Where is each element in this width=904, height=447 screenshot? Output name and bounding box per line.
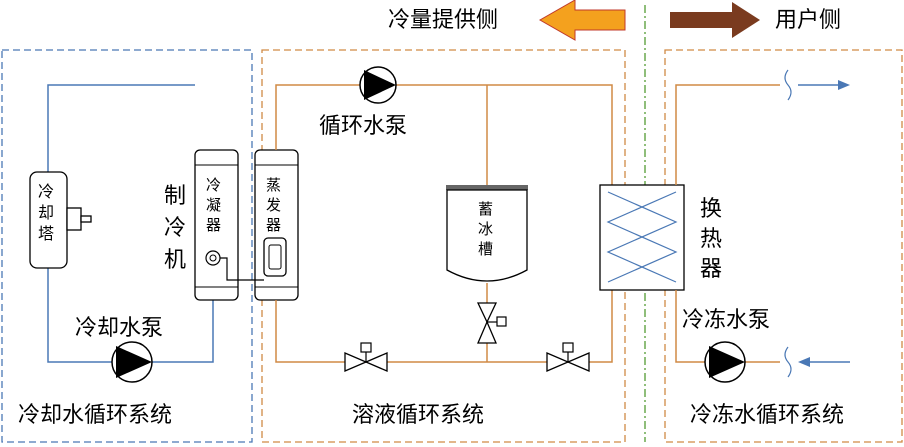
evaporator-coil-inner-icon: [268, 244, 282, 270]
chiller-label-3: 机: [164, 248, 186, 273]
supply-side-arrow: [538, 0, 626, 41]
bypass-valve-left: [344, 342, 388, 372]
chilled-water-return-pipe: [675, 290, 705, 363]
ice-tank-label-1: 蓄: [478, 200, 493, 218]
chilled-water-pump-arrow-icon: [709, 346, 745, 378]
flow-out-arrow-icon: [838, 80, 850, 90]
solution-pipe-top: [275, 84, 613, 185]
ice-tank: [446, 189, 528, 282]
solution-system-title: 溶液循环系统: [352, 403, 484, 428]
cooling-water-pump-outlet-pipe: [152, 300, 214, 363]
bypass-valve-right: [546, 342, 590, 372]
condenser-label-2: 凝: [206, 196, 221, 214]
chiller-label-2: 冷: [164, 216, 186, 241]
circulating-pump-label: 循环水泵: [319, 114, 407, 139]
cooling-tower-label-3: 塔: [38, 224, 54, 243]
ice-tank-label-2: 冰: [478, 220, 493, 238]
cooling-water-system-title: 冷却水循环系统: [18, 403, 172, 428]
heat-exchanger-coil-icon-2: [606, 191, 678, 283]
solution-pipe-bottom: [275, 290, 613, 363]
ice-tank-label-3: 槽: [478, 240, 493, 258]
evaporator-label-1: 蒸: [266, 176, 281, 194]
cooling-water-system-box: [1, 49, 253, 443]
cooling-water-return-pipe: [47, 268, 112, 363]
heat-exchanger-label-1: 换: [700, 197, 722, 222]
heat-exchanger-label-2: 热: [700, 227, 722, 252]
pipe-break-top-icon: [784, 69, 792, 101]
refrigerant-line: [220, 257, 264, 281]
cooling-tower-fan: [66, 207, 82, 231]
condenser-label-3: 器: [206, 216, 221, 234]
compressor-inner-icon: [209, 254, 217, 262]
chiller-label-1: 制: [164, 184, 186, 209]
cooling-tower-label-1: 冷: [38, 182, 54, 201]
cooling-water-pump-label: 冷却水泵: [75, 316, 163, 341]
chilled-water-supply-pipe: [675, 84, 780, 185]
evaporator-label-2: 发: [266, 196, 281, 214]
pipe-break-bottom-icon: [784, 346, 792, 378]
cooling-tower-fan-shaft: [80, 215, 92, 223]
chilled-water-pump-label: 冷冻水泵: [682, 308, 770, 333]
ice-tank-valve: [476, 302, 507, 344]
cooling-water-pipe: [47, 84, 195, 172]
solution-system-box: [261, 49, 626, 443]
cooling-water-pump-arrow-icon: [116, 346, 152, 378]
compressor-icon: [205, 250, 221, 266]
evaporator-label-3: 器: [266, 216, 281, 234]
user-side-arrow: [670, 2, 760, 38]
heat-exchanger-label-3: 器: [700, 257, 722, 282]
chilled-water-system-title: 冷冻水循环系统: [690, 403, 844, 428]
ice-tank-lid: [446, 185, 528, 190]
supply-side-label: 冷量提供侧: [388, 8, 498, 33]
condenser-label-1: 冷: [206, 176, 221, 194]
circulating-pump-arrow-icon: [364, 70, 396, 100]
cooling-tower-label-2: 却: [38, 203, 54, 222]
flow-in-arrow-icon: [798, 357, 810, 367]
user-side-label: 用户侧: [775, 8, 841, 33]
